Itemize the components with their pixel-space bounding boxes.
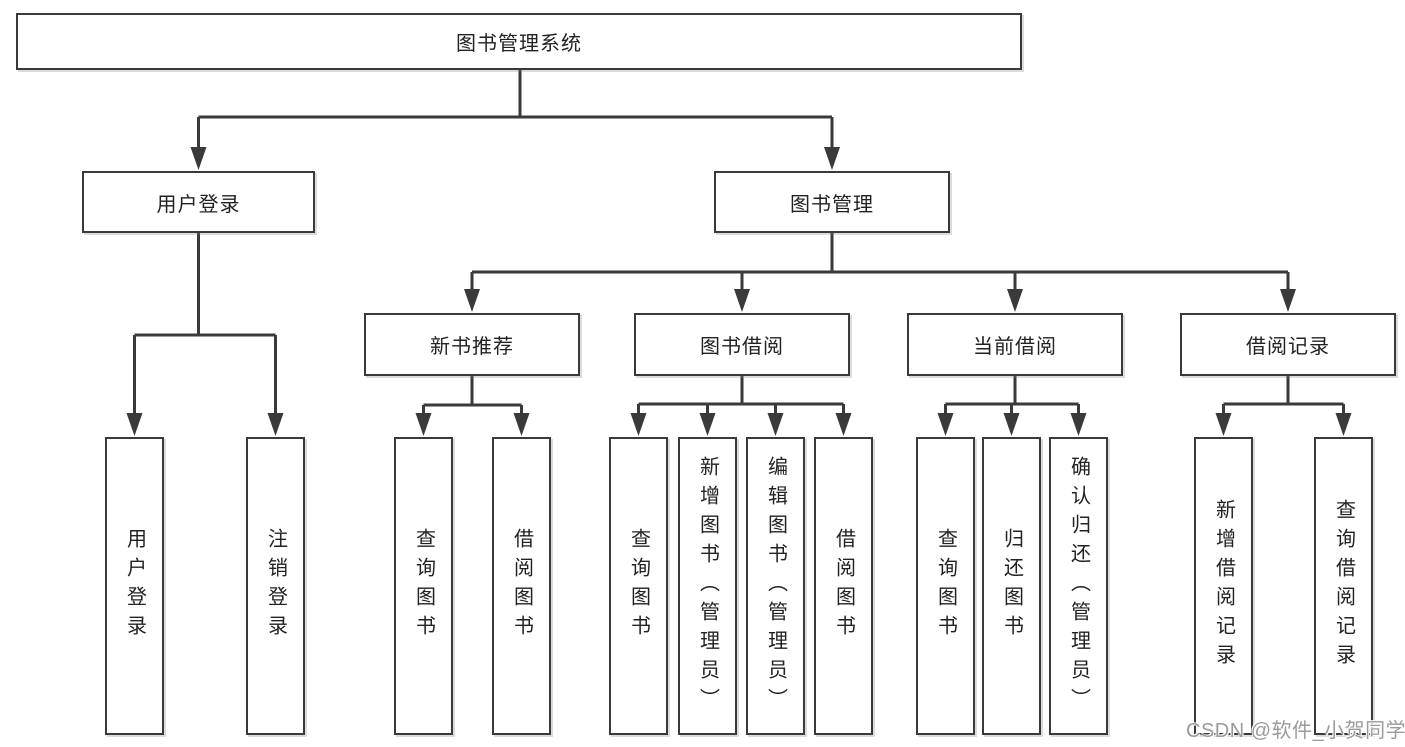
node-borrowing-records: 借阅记录 (1180, 313, 1396, 376)
connector-user-login-branch (126, 233, 284, 436)
connector-new-book-recommend-branch (415, 376, 530, 436)
node-current-search-books: 查询图书 (916, 437, 975, 735)
connector-current-borrowing-branch (937, 376, 1087, 436)
node-book-management: 图书管理 (714, 171, 950, 233)
node-login: 用户登录 (105, 437, 164, 735)
node-user-login: 用户登录 (82, 171, 315, 233)
node-recommend-borrow-books: 借阅图书 (492, 437, 551, 735)
node-confirm-return-admin: 确认归还（管理员） (1049, 437, 1108, 735)
node-add-borrow-record: 新增借阅记录 (1194, 437, 1253, 735)
connector-borrowing-records-branch (1215, 376, 1352, 436)
node-new-book-recommend: 新书推荐 (364, 313, 580, 376)
connector-book-borrowing-branch (630, 376, 852, 436)
connector-book-management-branch (464, 233, 1296, 312)
node-library-management-system: 图书管理系统 (16, 13, 1022, 70)
node-edit-book-admin: 编辑图书（管理员） (746, 437, 805, 735)
node-search-borrow-record: 查询借阅记录 (1314, 437, 1373, 735)
connector-root-to-level2 (190, 69, 840, 170)
node-borrowing-borrow-books: 借阅图书 (814, 437, 873, 735)
node-add-book-admin: 新增图书（管理员） (678, 437, 737, 735)
node-current-borrowing: 当前借阅 (907, 313, 1123, 376)
node-borrowing-search-books: 查询图书 (609, 437, 668, 735)
node-logout: 注销登录 (246, 437, 305, 735)
node-recommend-search-books: 查询图书 (394, 437, 453, 735)
node-return-books: 归还图书 (982, 437, 1041, 735)
watermark: CSDN @软件_小贺同学 (1186, 720, 1405, 742)
node-book-borrowing: 图书借阅 (634, 313, 850, 376)
